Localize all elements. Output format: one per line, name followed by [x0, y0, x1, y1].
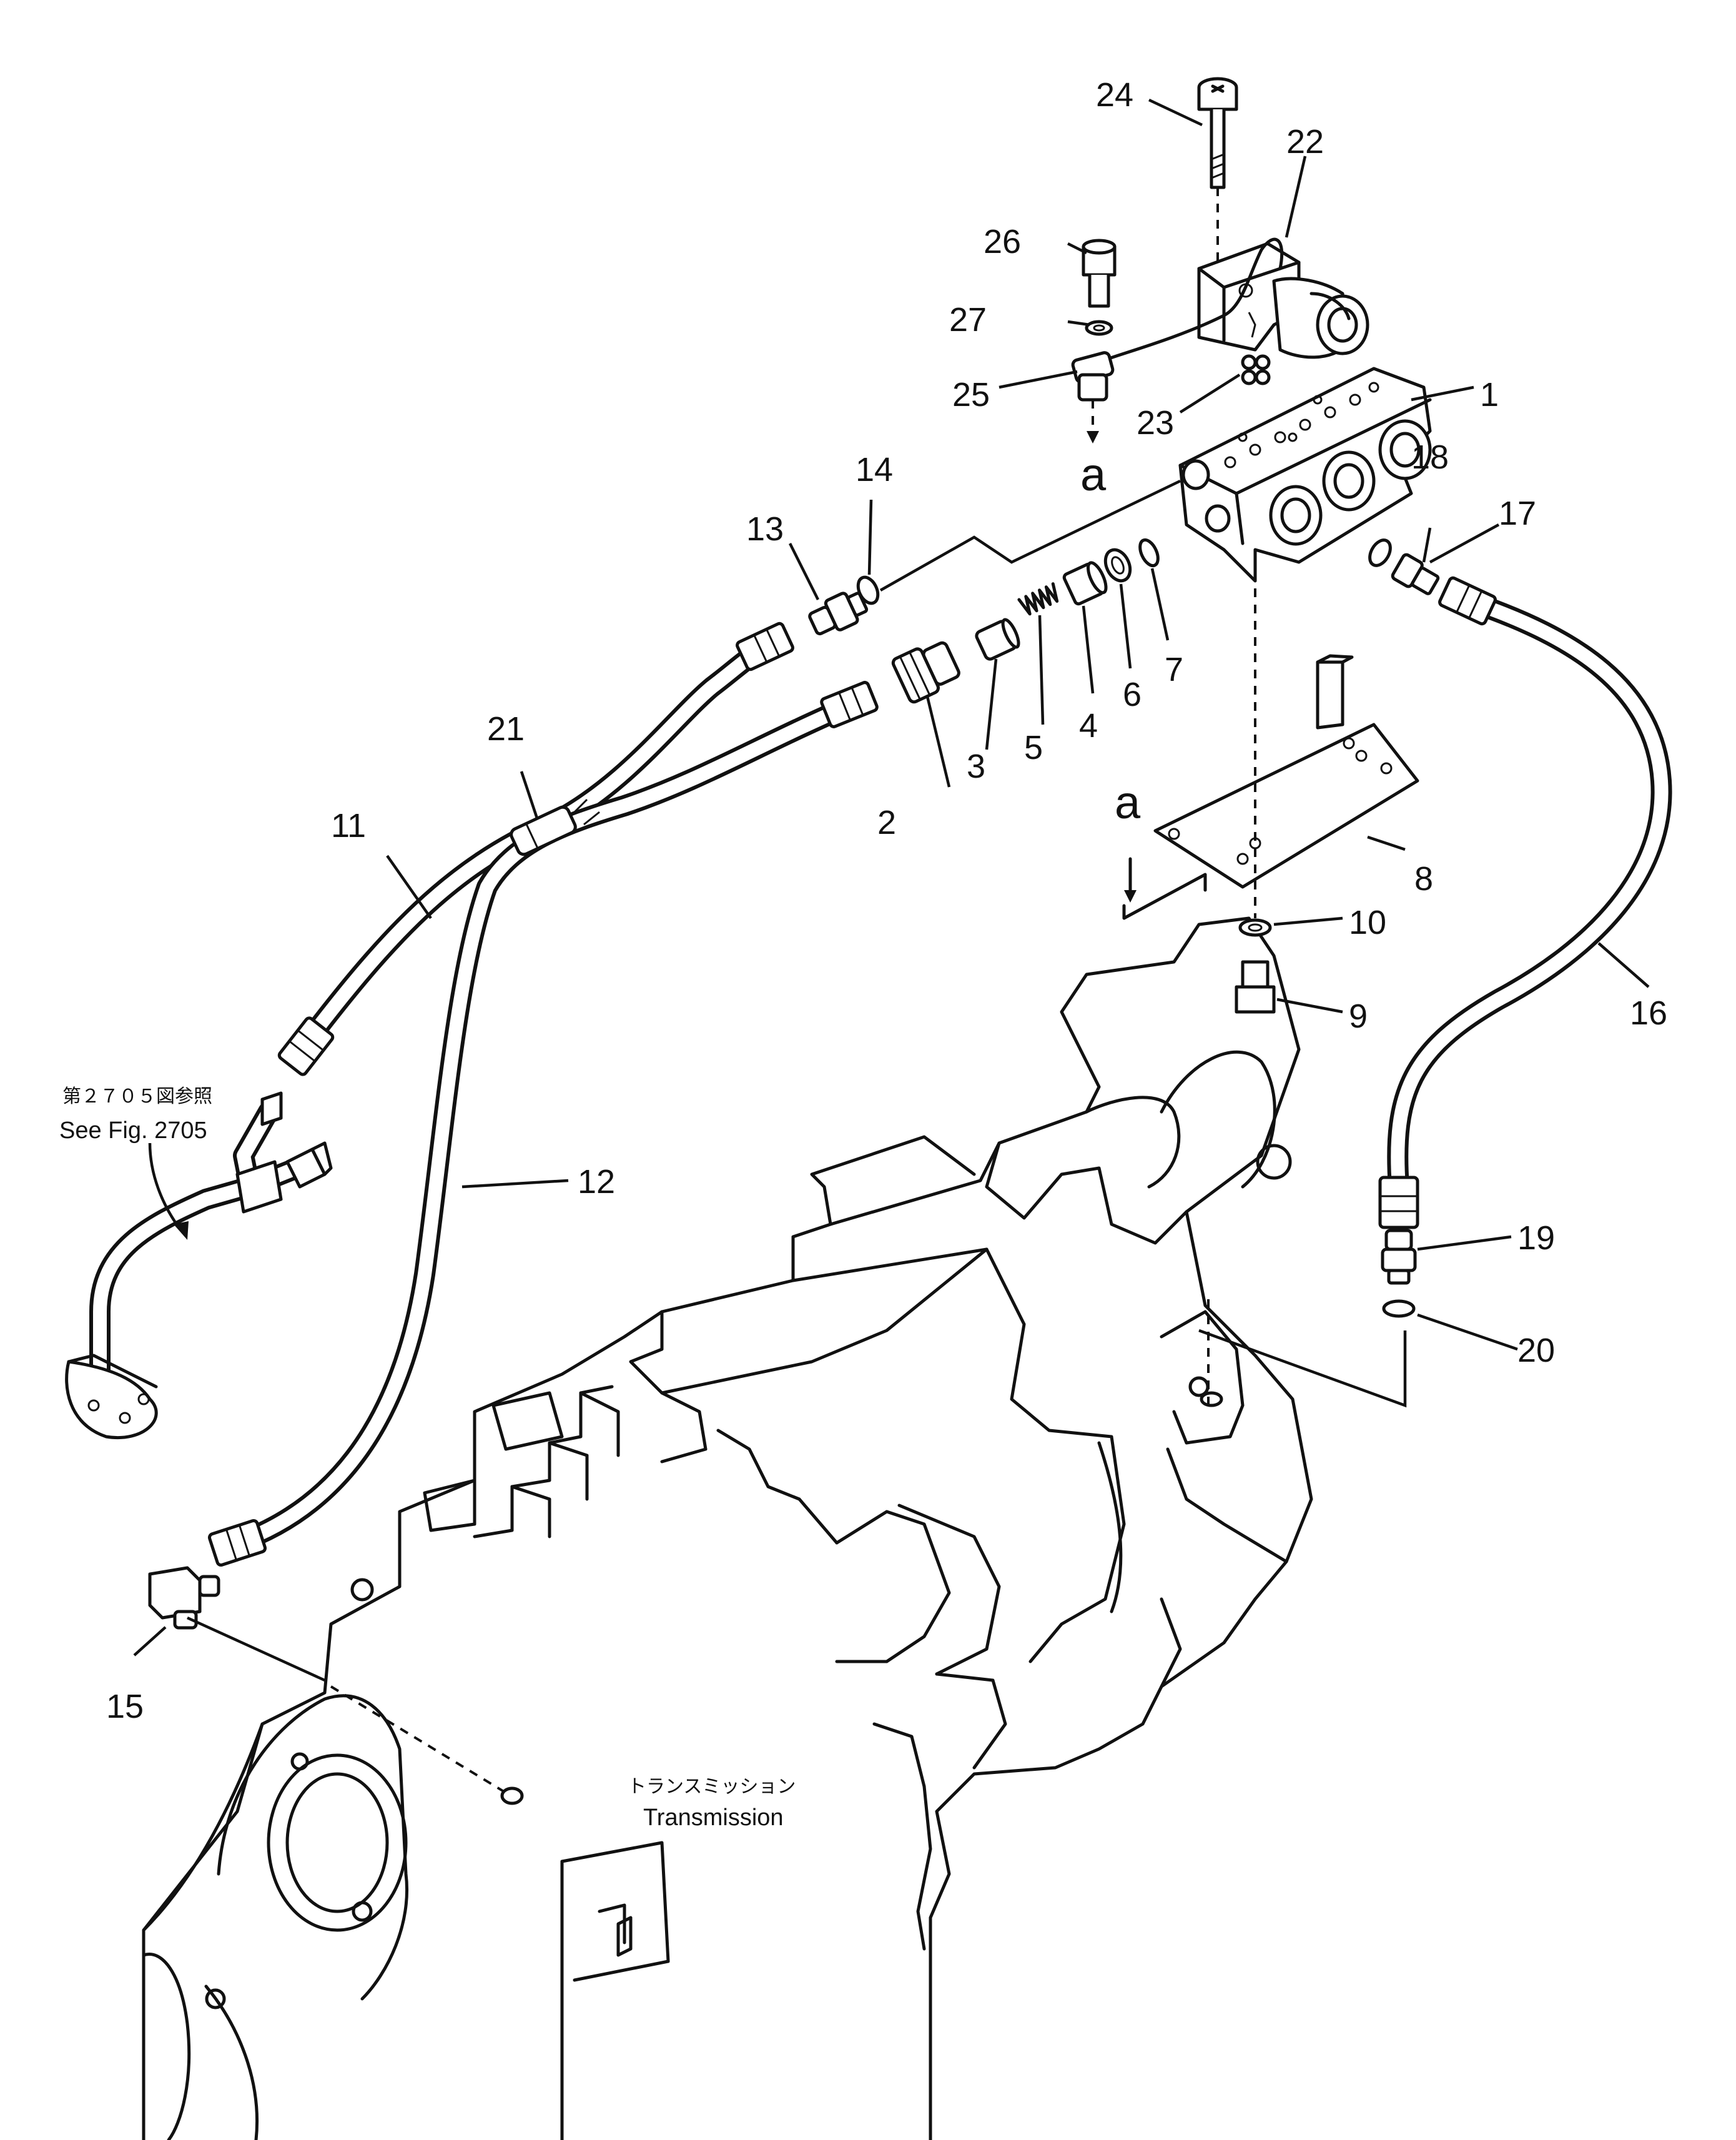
callout-23: 23: [1137, 404, 1174, 442]
callout-21: 21: [487, 710, 525, 748]
callout-24: 24: [1096, 76, 1133, 114]
callout-12: 12: [578, 1163, 615, 1201]
callout-15: 15: [106, 1688, 144, 1725]
callout-17: 17: [1499, 495, 1536, 532]
callout-1: 1: [1480, 376, 1499, 414]
valve-block: [1178, 367, 1432, 583]
hose-end-fittings: [207, 576, 1497, 1567]
view-mark-a-bracket: a: [1115, 776, 1141, 828]
hoses: [227, 592, 1672, 1553]
callout-7: 7: [1165, 651, 1183, 688]
callout-labels: 1 2 3 4 5 6 7 8 9 10 11 12 13 14 15 16 1…: [106, 76, 1667, 1725]
callout-8: 8: [1414, 860, 1433, 898]
view-marks: a a: [1080, 448, 1141, 828]
callout-3: 3: [967, 748, 985, 785]
reference-pipe: [65, 1091, 333, 1439]
callout-25: 25: [952, 376, 990, 414]
transmission-jp: トランスミッション: [628, 1776, 796, 1798]
callout-5: 5: [1024, 729, 1043, 766]
callout-19: 19: [1517, 1219, 1555, 1257]
callout-27: 27: [949, 301, 987, 339]
callout-22: 22: [1286, 123, 1324, 161]
solenoid-valve: [1071, 77, 1369, 443]
callout-26: 26: [984, 223, 1021, 260]
bracket: [1122, 556, 1419, 1014]
callout-18: 18: [1411, 438, 1449, 476]
callout-6: 6: [1123, 676, 1142, 713]
callout-4: 4: [1079, 707, 1098, 745]
callout-20: 20: [1517, 1332, 1555, 1369]
reference-jp: 第２７０５図参照: [62, 1086, 212, 1107]
callout-9: 9: [1349, 998, 1368, 1035]
reference-en: See Fig. 2705: [59, 1117, 207, 1144]
callout-10: 10: [1349, 904, 1386, 941]
transmission-housing: [142, 916, 1313, 2140]
view-mark-a-top: a: [1080, 448, 1107, 500]
callout-11: 11: [331, 807, 366, 845]
fittings: [148, 538, 1440, 1630]
callout-16: 16: [1630, 994, 1667, 1032]
callout-14: 14: [856, 451, 893, 488]
transmission-en: Transmission: [643, 1805, 784, 1831]
leader-lines: [133, 98, 1650, 1682]
callout-13: 13: [746, 510, 784, 548]
component-label: トランスミッション Transmission: [628, 1776, 796, 1831]
reference-note: 第２７０５図参照 See Fig. 2705: [59, 1086, 212, 1144]
callout-2: 2: [877, 804, 896, 841]
